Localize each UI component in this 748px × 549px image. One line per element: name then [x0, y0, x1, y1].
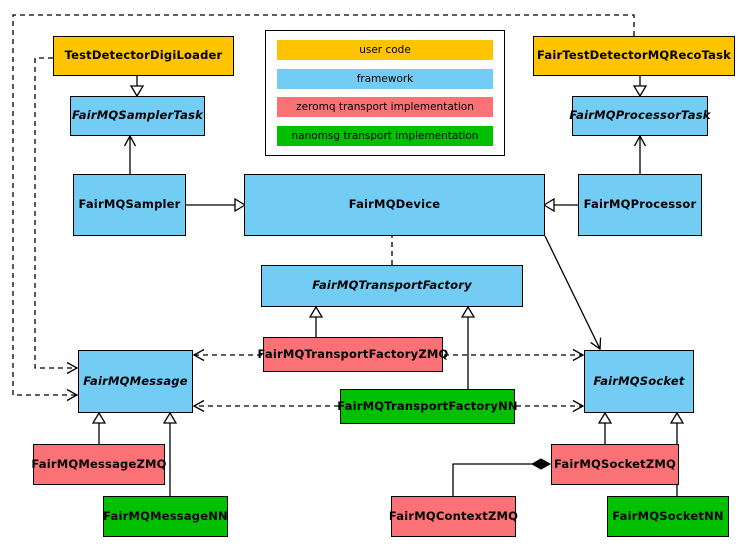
class-label: FairMQDevice [348, 197, 441, 212]
legend-item-nanomsg: nanomsg transport implementation [277, 125, 493, 146]
class-node-fairmqtransportfactorynn[interactable]: FairMQTransportFactoryNN [337, 389, 518, 424]
legend-item-zeromq: zeromq transport implementation [277, 97, 493, 118]
class-label: FairMQSamplerTask [72, 108, 203, 123]
class-label: FairTestDetectorMQRecoTask [537, 48, 731, 63]
class-node-fairmqprocessortask[interactable]: FairMQProcessorTask [569, 96, 711, 136]
legend-label-nanomsg: nanomsg transport implementation [291, 129, 479, 142]
class-node-fairmqsocketnn[interactable]: FairMQSocketNN [607, 496, 729, 537]
class-label: FairMQProcessorTask [569, 108, 711, 123]
class-label: FairMQContextZMQ [388, 508, 519, 523]
class-node-fairmqdevice[interactable]: FairMQDevice [244, 174, 545, 236]
class-label: FairMQMessageZMQ [31, 456, 167, 471]
class-node-fairmqsamplertask[interactable]: FairMQSamplerTask [70, 96, 205, 136]
class-label: FairMQSocketZMQ [554, 456, 676, 471]
class-node-fairmqtransportfactoryzmq[interactable]: FairMQTransportFactoryZMQ [258, 337, 448, 372]
class-label: FairMQMessage [83, 373, 188, 388]
color-legend: user code framework zeromq transport imp… [265, 30, 505, 156]
class-node-fairmqsampler[interactable]: FairMQSampler [73, 174, 186, 236]
class-label: FairMQProcessor [583, 197, 697, 212]
class-node-testdetectordigiloader[interactable]: TestDetectorDigiLoader [53, 36, 234, 76]
class-label: TestDetectorDigiLoader [64, 48, 223, 63]
legend-label-framework: framework [356, 72, 414, 85]
edge-socketzmq-contextzmq [452, 464, 550, 496]
legend-item-user-code: user code [277, 40, 493, 60]
legend-label-zeromq: zeromq transport implementation [296, 101, 474, 114]
class-node-fairmqmessagenn[interactable]: FairMQMessageNN [103, 496, 228, 537]
class-node-fairmqmessagezmq[interactable]: FairMQMessageZMQ [31, 444, 167, 485]
class-label: FairMQTransportFactory [312, 278, 472, 293]
class-node-fairmqsocket[interactable]: FairMQSocket [584, 350, 694, 413]
class-label: FairMQTransportFactoryNN [337, 398, 518, 413]
class-node-fairmqprocessor[interactable]: FairMQProcessor [578, 174, 702, 236]
edge-device-socket [544, 235, 602, 351]
class-label: FairMQMessageNN [103, 508, 228, 523]
class-node-fairmqmessage[interactable]: FairMQMessage [78, 350, 193, 413]
class-node-fairtestdetectormqrecotask[interactable]: FairTestDetectorMQRecoTask [533, 36, 735, 76]
legend-item-framework: framework [277, 68, 493, 89]
legend-label-user-code: user code [359, 44, 411, 56]
class-node-fairmqcontextzmq[interactable]: FairMQContextZMQ [388, 496, 519, 537]
class-label: FairMQTransportFactoryZMQ [257, 346, 449, 361]
class-label: FairMQSocket [593, 373, 685, 388]
class-node-fairmqtransportfactory[interactable]: FairMQTransportFactory [261, 265, 523, 307]
class-label: FairMQSampler [78, 197, 181, 212]
class-node-fairmqsocketzmq[interactable]: FairMQSocketZMQ [551, 444, 679, 485]
class-label: FairMQSocketNN [612, 508, 724, 523]
